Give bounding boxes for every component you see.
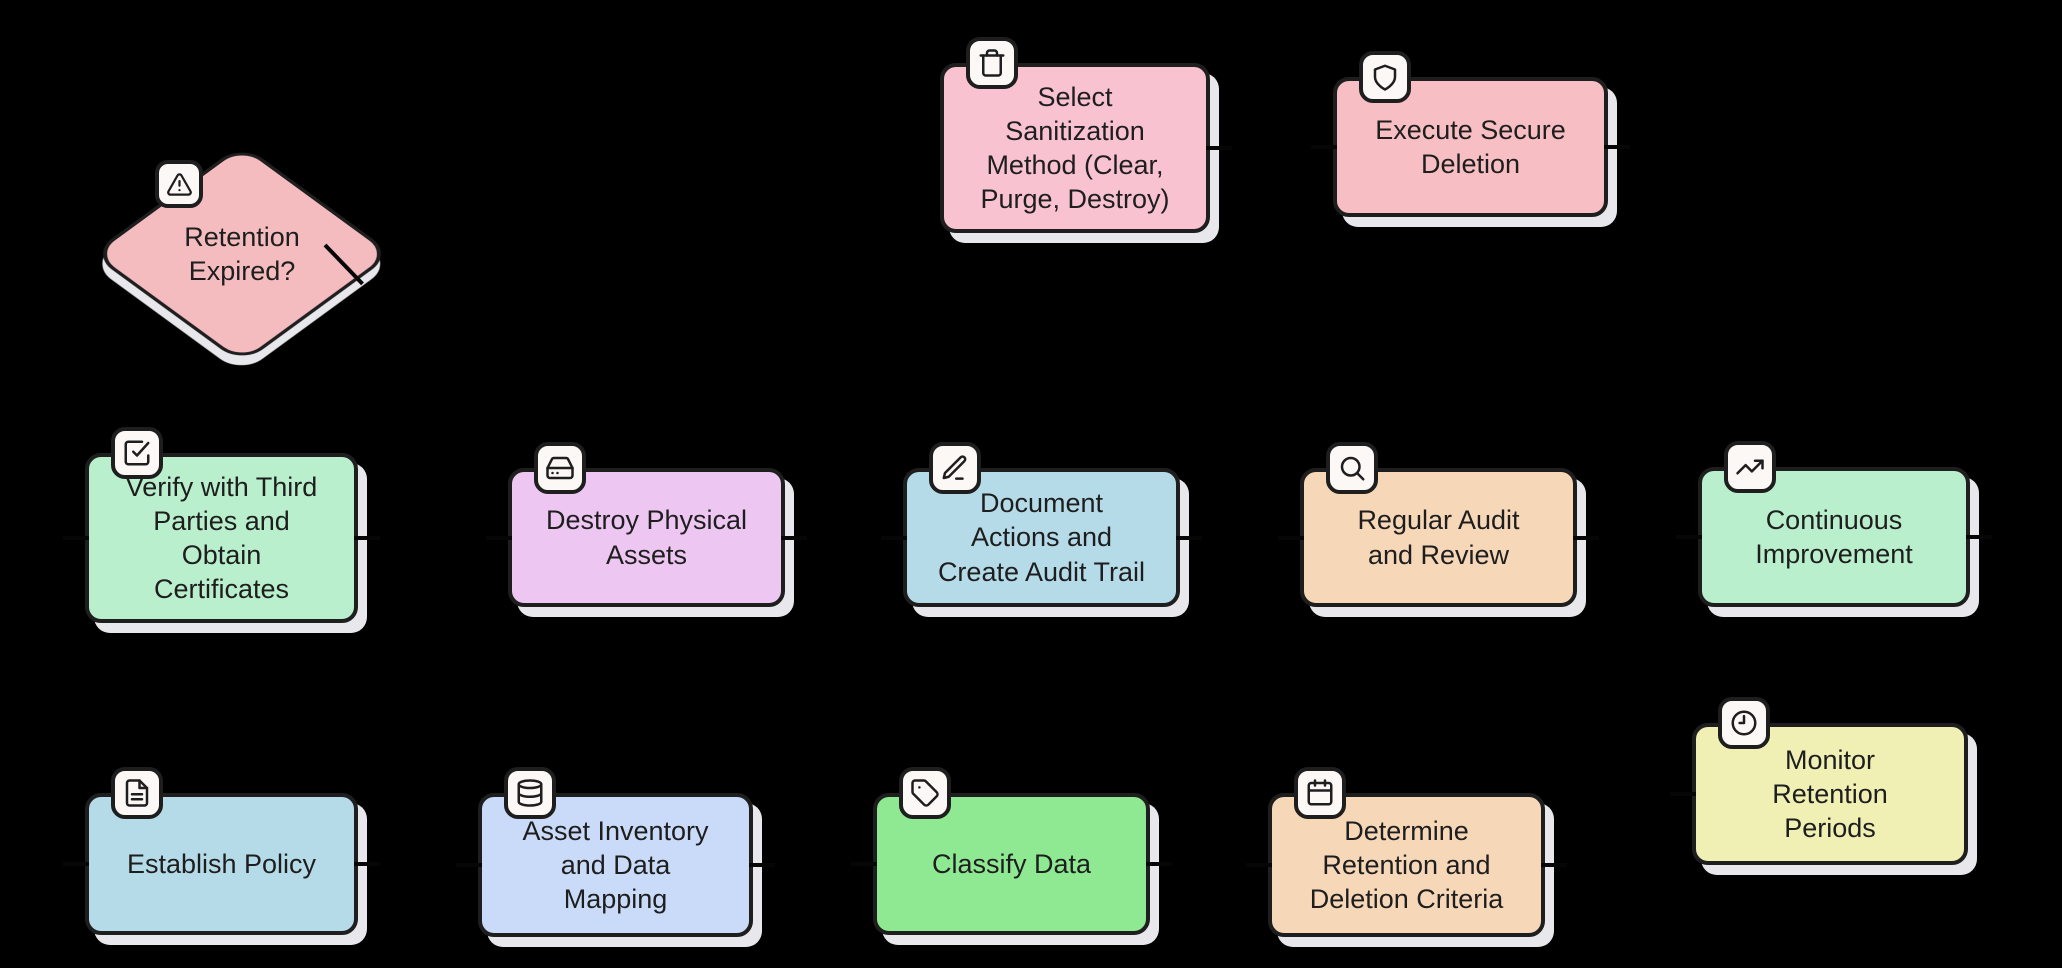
icon-badge: [155, 160, 203, 208]
icon-badge: [899, 767, 951, 819]
node-retention-expired[interactable]: Retention Expired?: [90, 143, 394, 365]
search-icon: [1340, 456, 1365, 481]
alert-triangle-icon: [166, 172, 192, 196]
node-label: Select Sanitization Method (Clear, Purge…: [980, 81, 1170, 215]
pencil-icon: [942, 455, 967, 480]
trending-up-icon: [1736, 459, 1764, 475]
check-square-icon: [124, 440, 150, 466]
node-classify-data[interactable]: Classify Data: [851, 767, 1172, 935]
icon-badge: [1326, 442, 1378, 494]
node-asset-inventory[interactable]: Asset Inventory and Data Mapping: [456, 767, 775, 937]
node-label: Regular Audit and Review: [1357, 505, 1520, 570]
node-select-sanitization[interactable]: Select Sanitization Method (Clear, Purge…: [940, 37, 1232, 233]
trash-icon: [979, 49, 1005, 77]
database-icon: [517, 779, 543, 807]
clock-icon: [1731, 710, 1757, 736]
node-label: Continuous Improvement: [1755, 504, 1913, 569]
node-label: Destroy Physical Assets: [545, 505, 748, 570]
node-continuous-improvement[interactable]: Continuous Improvement: [1676, 441, 1992, 607]
node-label: Document Actions and Create Audit Trail: [937, 488, 1146, 587]
icon-badge: [966, 37, 1018, 89]
shield-icon: [1373, 64, 1397, 91]
icon-badge: [1718, 697, 1770, 749]
node-label: Execute Secure Deletion: [1375, 114, 1566, 179]
icon-badge: [111, 427, 163, 479]
file-text-icon: [125, 779, 149, 807]
hard-drive-icon: [546, 456, 574, 480]
calendar-icon: [1307, 779, 1333, 806]
node-regular-audit[interactable]: Regular Audit and Review: [1278, 442, 1599, 607]
icon-badge: [534, 442, 586, 494]
node-label: Establish Policy: [126, 848, 317, 879]
node-verify-third-parties[interactable]: Verify with Third Parties and Obtain Cer…: [63, 427, 380, 623]
node-label: Classify Data: [931, 848, 1092, 879]
icon-badge: [929, 442, 981, 494]
tag-icon: [911, 779, 939, 807]
icon-badge: [1294, 767, 1346, 819]
node-establish-policy[interactable]: Establish Policy: [63, 767, 380, 935]
icon-badge: [111, 767, 163, 819]
node-label: Verify with Third Parties and Obtain Cer…: [125, 471, 318, 605]
node-document-actions[interactable]: Document Actions and Create Audit Trail: [881, 442, 1202, 607]
node-label: Retention Expired?: [184, 221, 300, 286]
node-determine-retention[interactable]: Determine Retention and Deletion Criteri…: [1246, 767, 1567, 937]
node-label: Monitor Retention Periods: [1772, 744, 1888, 843]
node-destroy-physical-assets[interactable]: Destroy Physical Assets: [486, 442, 807, 607]
icon-badge: [504, 767, 556, 819]
node-label: Determine Retention and Deletion Criteri…: [1309, 815, 1504, 914]
node-monitor-retention[interactable]: Monitor Retention Periods: [1670, 697, 1968, 865]
icon-badge: [1359, 51, 1411, 103]
node-label: Asset Inventory and Data Mapping: [522, 815, 709, 914]
node-execute-secure-deletion[interactable]: Execute Secure Deletion: [1311, 51, 1630, 217]
icon-badge: [1724, 441, 1776, 493]
